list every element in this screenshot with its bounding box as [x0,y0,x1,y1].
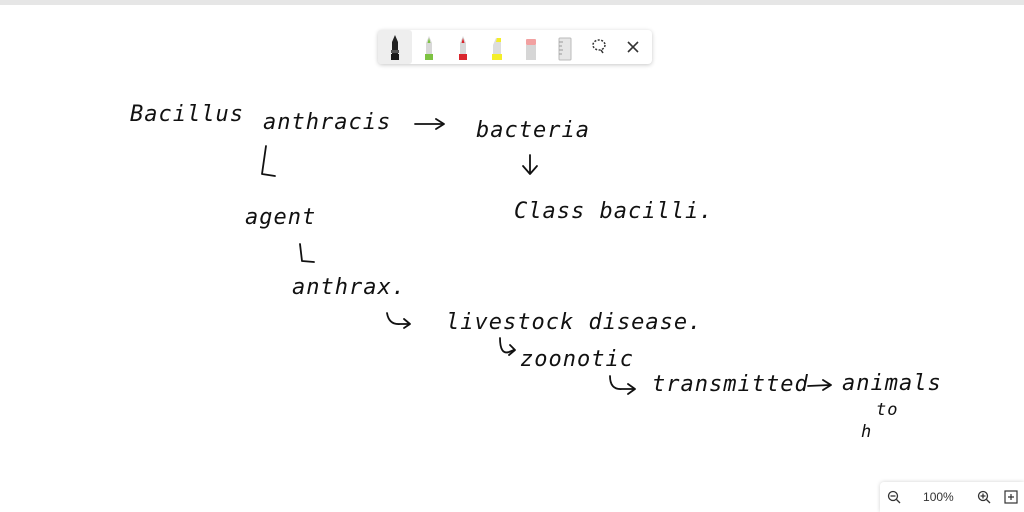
hook-arrow-1 [386,312,411,329]
close-icon[interactable] [616,30,650,64]
zoom-out-icon[interactable] [880,482,907,512]
hook-arrow-3 [609,375,636,395]
top-border [0,0,1024,5]
black-pen-icon[interactable] [378,30,412,64]
note-bacillus: Bacillus [130,102,244,127]
hook-arrow-2 [499,337,516,356]
note-to: to [876,400,898,420]
eraser-icon[interactable] [514,30,548,64]
note-zoonotic: zoonotic [520,347,634,372]
note-h: h [861,422,872,442]
note-bacteria: bacteria [476,118,590,143]
note-transmitted: transmitted [652,372,809,397]
yellow-highlighter-icon[interactable] [480,30,514,64]
arrow-down-left [261,145,276,177]
note-anthracis: anthracis [263,110,391,135]
zoom-in-icon[interactable] [970,482,997,512]
note-agent: agent [245,205,316,230]
note-animals: animals [842,371,942,396]
note-livestock-disease: livestock disease. [446,310,702,335]
lasso-icon[interactable] [582,30,616,64]
pen-toolbar [378,30,652,64]
arrow-right-1 [414,118,445,130]
fit-screen-icon[interactable] [997,482,1024,512]
red-pen-icon[interactable] [446,30,480,64]
arrow-right-2 [807,379,832,391]
green-pen-icon[interactable] [412,30,446,64]
zoom-level: 100% [923,490,954,504]
note-class-bacilli: Class bacilli. [514,199,713,224]
arrow-down-agent [299,243,315,263]
zoom-control: 100% [880,482,1024,512]
arrow-down-right [522,154,538,175]
note-anthrax: anthrax. [292,275,406,300]
ruler-icon[interactable] [548,30,582,64]
